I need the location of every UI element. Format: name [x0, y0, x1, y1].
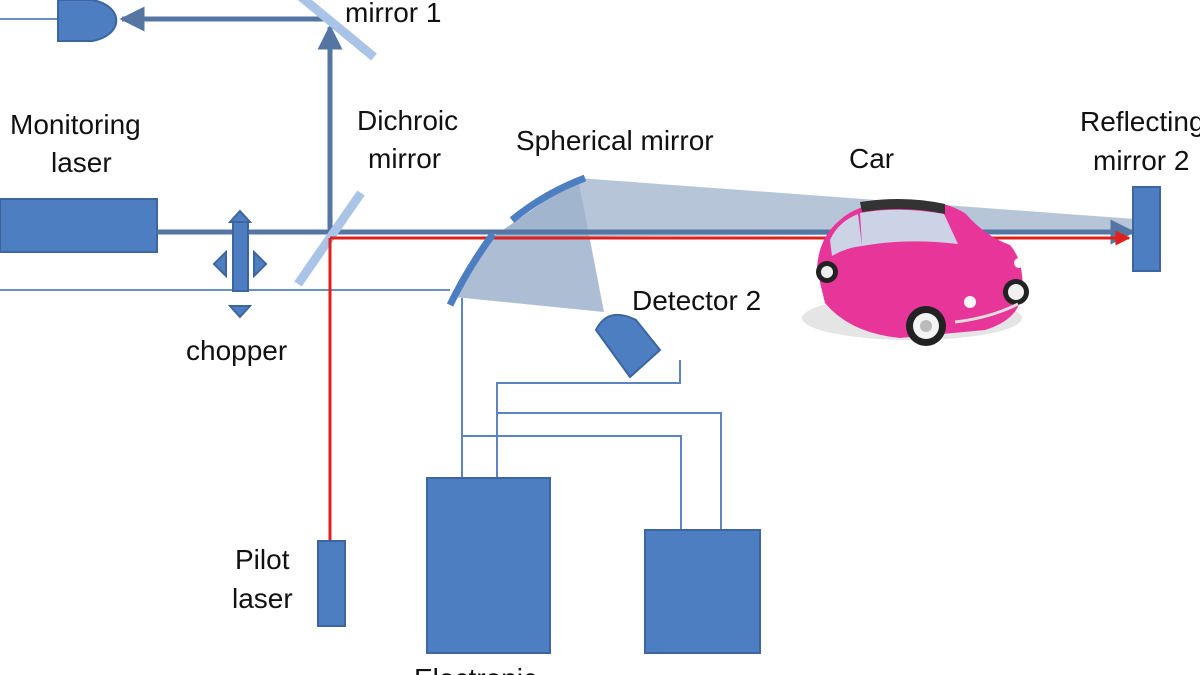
reflecting-mirror-2 — [1132, 186, 1161, 272]
pilot-laser — [317, 540, 346, 627]
car — [802, 198, 1029, 346]
beam-cone-outgoing — [493, 178, 1135, 237]
top-detector — [57, 0, 118, 42]
spherical-mirror-upper — [509, 174, 587, 223]
detector-2 — [594, 313, 662, 379]
label-pilot-2: laser — [232, 583, 293, 614]
label-reflecting-2: mirror 2 — [1093, 145, 1189, 176]
label-dichroic-1: Dichroic — [357, 105, 458, 136]
chopper — [212, 209, 268, 319]
label-pilot-1: Pilot — [235, 544, 290, 575]
label-reflecting-1: Reflecting — [1080, 106, 1200, 137]
label-chopper: chopper — [186, 335, 287, 366]
electronic-unit-secondary — [644, 529, 761, 654]
beam-cone-detector — [454, 178, 604, 312]
spherical-mirror-lower — [446, 231, 496, 307]
label-spherical-mirror: Spherical mirror — [516, 125, 714, 156]
label-monitoring-laser-2: laser — [51, 147, 112, 178]
label-electronic: Electronic — [414, 663, 537, 675]
mirror-1 — [297, 0, 377, 61]
label-monitoring-laser-1: Monitoring — [10, 109, 141, 140]
label-dichroic-2: mirror — [368, 143, 441, 174]
monitoring-laser — [0, 198, 158, 253]
label-mirror-1: mirror 1 — [345, 0, 441, 28]
label-car: Car — [849, 143, 894, 174]
electronic-unit-main — [426, 477, 551, 654]
label-detector-2: Detector 2 — [632, 285, 761, 316]
